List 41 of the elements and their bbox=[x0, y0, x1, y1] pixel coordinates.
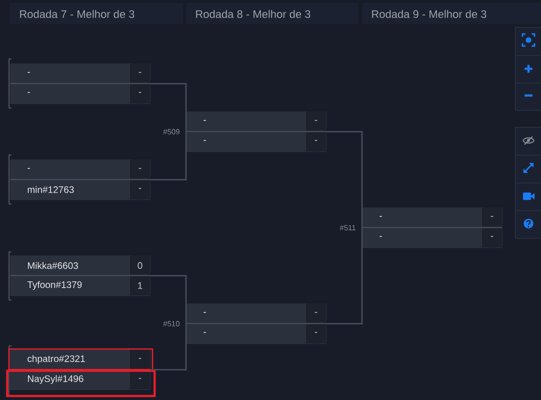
player-cell: min#12763 bbox=[10, 180, 130, 200]
bracket-connector bbox=[150, 132, 187, 180]
score-cell: - bbox=[130, 160, 150, 179]
player-cell: Mikka#6603 bbox=[10, 256, 130, 275]
score-cell: - bbox=[130, 64, 150, 83]
player-cell: - bbox=[186, 132, 306, 152]
score-cell: - bbox=[130, 350, 150, 369]
bracket-connector bbox=[150, 83, 187, 132]
match-box bbox=[10, 64, 150, 104]
player-cell: - bbox=[10, 160, 130, 179]
match-box bbox=[10, 350, 150, 390]
score-cell: - bbox=[482, 208, 502, 227]
score-cell: - bbox=[306, 304, 326, 323]
match-box bbox=[10, 160, 150, 200]
score-cell: - bbox=[306, 132, 326, 152]
bracket-connector bbox=[326, 228, 363, 324]
column-header: Rodada 8 - Melhor de 3 bbox=[186, 3, 358, 24]
score-cell: 1 bbox=[130, 276, 150, 296]
player-cell: chpatro#2321 bbox=[10, 350, 130, 369]
score-cell: - bbox=[306, 112, 326, 131]
column-header: Rodada 7 - Melhor de 3 bbox=[10, 3, 183, 24]
score-cell: - bbox=[482, 228, 502, 248]
player-cell: - bbox=[186, 324, 306, 344]
bracket-connector bbox=[326, 131, 363, 228]
player-cell: - bbox=[362, 208, 482, 227]
player-cell: - bbox=[362, 228, 482, 248]
score-cell: - bbox=[130, 370, 150, 390]
score-cell: - bbox=[130, 84, 150, 104]
score-cell: - bbox=[130, 180, 150, 200]
column-header: Rodada 9 - Melhor de 3 bbox=[362, 3, 541, 24]
score-cell: 0 bbox=[130, 256, 150, 275]
player-cell: Tyfoon#1379 bbox=[10, 276, 130, 296]
match-box bbox=[10, 256, 150, 296]
score-cell: - bbox=[306, 324, 326, 344]
bracket-connector bbox=[150, 324, 187, 370]
player-cell: - bbox=[10, 64, 130, 83]
player-cell: - bbox=[186, 304, 306, 323]
player-cell: NaySyl#1496 bbox=[10, 370, 130, 390]
player-cell: - bbox=[10, 84, 130, 104]
player-cell: - bbox=[186, 112, 306, 131]
bracket-connector bbox=[150, 275, 187, 324]
